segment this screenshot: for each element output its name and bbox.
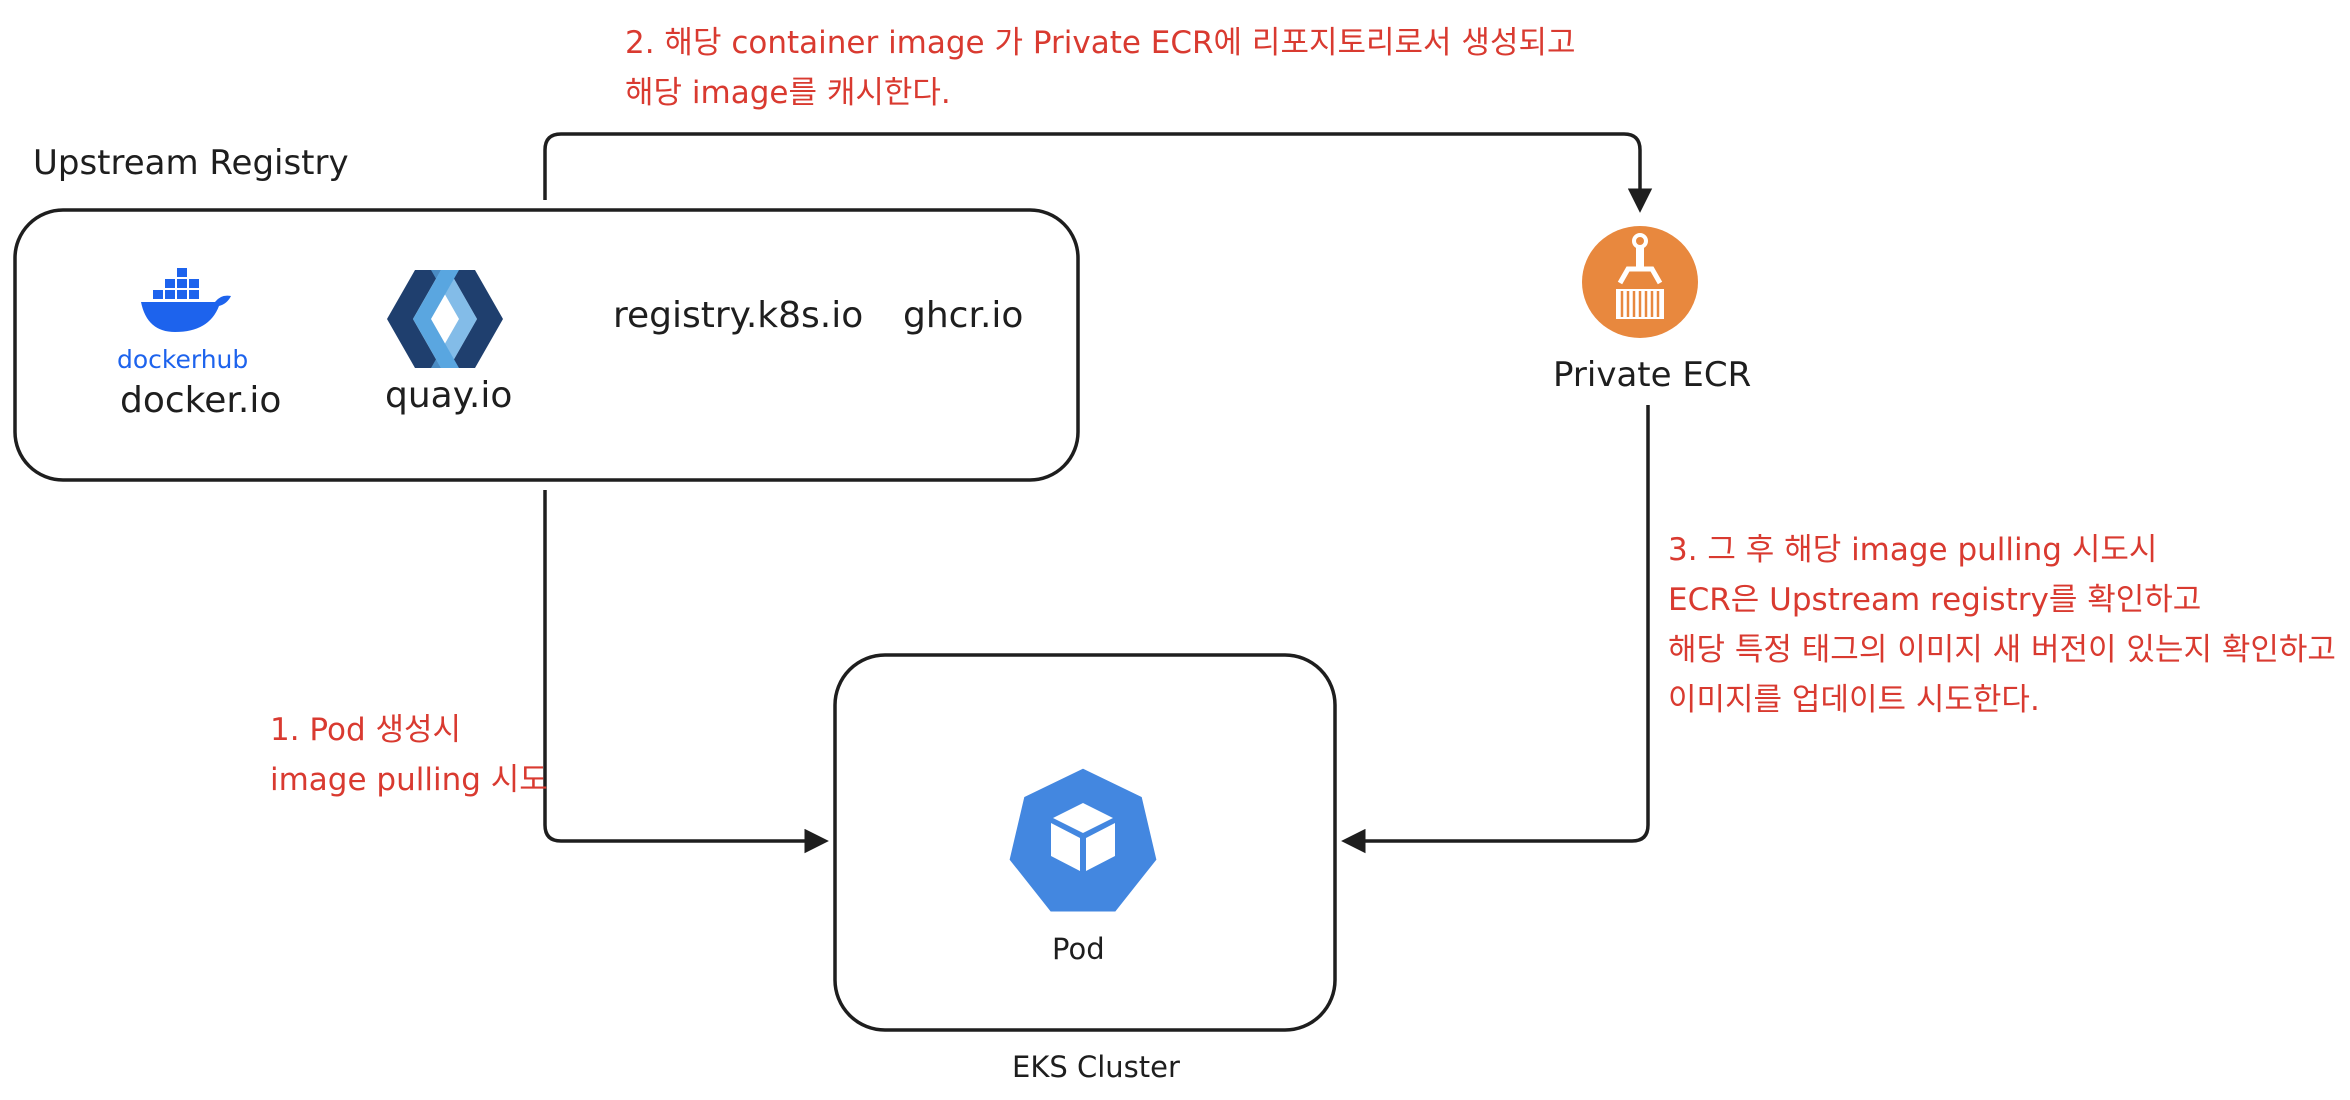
- step3-line-3: 해당 특정 태그의 이미지 새 버전이 있는지 확인하고: [1668, 632, 2336, 668]
- eks-cluster-box: [833, 653, 1337, 1032]
- registry-ghcr-io: ghcr.io: [903, 295, 1024, 336]
- arrow-ecr-to-pod: [1341, 405, 1650, 854]
- step3-line-1: 3. 그 후 해당 image pulling 시도시: [1668, 532, 2158, 568]
- registry-quay-io: quay.io: [385, 375, 513, 416]
- step1-line-2: image pulling 시도: [270, 762, 548, 798]
- step3-line-4: 이미지를 업데이트 시도한다.: [1668, 682, 2040, 718]
- private-ecr-label: Private ECR: [1553, 355, 1752, 395]
- step3-annotation: 3. 그 후 해당 image pulling 시도시 ECR은 Upstrea…: [1668, 525, 2336, 725]
- docker-whale-icon: [141, 268, 231, 332]
- upstream-registry-title: Upstream Registry: [33, 143, 349, 183]
- kubernetes-pod-icon: [1006, 765, 1160, 915]
- registry-k8s-io: registry.k8s.io: [613, 295, 864, 336]
- quay-logo-icon: [387, 270, 503, 368]
- dockerhub-wordmark: dockerhub: [117, 345, 249, 374]
- registry-docker-io: docker.io: [120, 380, 282, 421]
- step3-line-2: ECR은 Upstream registry를 확인하고: [1668, 582, 2202, 618]
- step2-line-1: 2. 해당 container image 가 Private ECR에 리포지…: [625, 25, 1576, 61]
- ecr-repository-icon: [1582, 226, 1698, 338]
- step2-line-2: 해당 image를 캐시한다.: [625, 75, 951, 111]
- upstream-registry-box: [13, 208, 1080, 482]
- step2-annotation: 2. 해당 container image 가 Private ECR에 리포지…: [625, 18, 1576, 118]
- arrow-upstream-to-pod: [543, 490, 829, 854]
- pod-label: Pod: [1052, 932, 1105, 966]
- step1-annotation: 1. Pod 생성시 image pulling 시도: [270, 705, 548, 805]
- step1-line-1: 1. Pod 생성시: [270, 712, 462, 748]
- eks-cluster-label: EKS Cluster: [1012, 1050, 1180, 1084]
- arrow-upstream-to-ecr: [543, 132, 1653, 213]
